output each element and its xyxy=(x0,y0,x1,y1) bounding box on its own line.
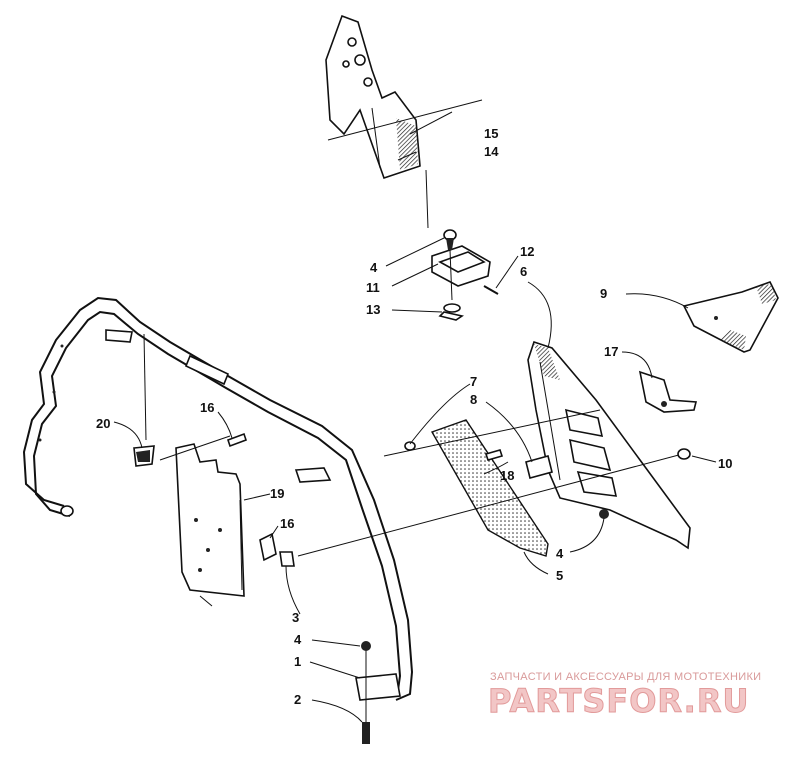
callout-17: 17 xyxy=(604,344,618,359)
callout-labels: 15 14 4 11 13 12 6 9 17 7 8 18 10 4 5 19… xyxy=(96,126,732,707)
mounting-bracket-part xyxy=(431,229,499,321)
fastener-7 xyxy=(404,441,416,451)
fastener-8 xyxy=(484,449,504,461)
screw-16-upper xyxy=(226,432,248,448)
callout-2: 2 xyxy=(294,692,301,707)
nut-4-lower xyxy=(361,641,371,651)
callout-1: 1 xyxy=(294,654,301,669)
upper-bracket-part xyxy=(325,14,421,180)
callout-12: 12 xyxy=(520,244,534,259)
watermark-tagline: ЗАПЧАСТИ И АКСЕССУАРЫ ДЛЯ МОТОТЕХНИКИ xyxy=(490,671,761,683)
callout-15: 15 xyxy=(484,126,498,141)
bolt-2 xyxy=(362,722,370,744)
callout-4-mid: 4 xyxy=(556,546,564,561)
callout-5: 5 xyxy=(556,568,563,583)
callout-13: 13 xyxy=(366,302,380,317)
callout-14: 14 xyxy=(484,144,499,159)
nut-4 xyxy=(599,509,609,519)
callout-6: 6 xyxy=(520,264,527,279)
callout-4-upper: 4 xyxy=(370,260,378,275)
callout-3: 3 xyxy=(292,610,299,625)
callout-16-lower: 16 xyxy=(280,516,294,531)
triangular-plate-part xyxy=(682,281,779,353)
mounting-plate-part xyxy=(175,443,245,597)
callout-20: 20 xyxy=(96,416,110,431)
callout-9: 9 xyxy=(600,286,607,301)
callout-4-lower: 4 xyxy=(294,632,302,647)
screw-16-lower xyxy=(259,532,277,562)
callout-7: 7 xyxy=(470,374,477,389)
callout-8: 8 xyxy=(470,392,477,407)
callout-11: 11 xyxy=(366,280,380,295)
bolt-10 xyxy=(677,448,691,460)
callout-19: 19 xyxy=(270,486,284,501)
callout-16-upper: 16 xyxy=(200,400,214,415)
callout-10: 10 xyxy=(718,456,732,471)
watermark-brand: PARTSFOR.RU xyxy=(488,682,749,720)
frame-tube-part xyxy=(22,296,414,701)
callout-18: 18 xyxy=(500,468,514,483)
nut-3 xyxy=(279,551,295,567)
mesh-plate-part xyxy=(430,419,549,557)
side-panel-part xyxy=(527,340,691,550)
watermark: ЗАПЧАСТИ И АКСЕССУАРЫ ДЛЯ МОТОТЕХНИКИ PA… xyxy=(488,671,762,721)
fastener-18 xyxy=(525,455,553,479)
leader-lines xyxy=(113,111,717,723)
small-bracket-part xyxy=(638,370,698,413)
clamp-part xyxy=(133,445,155,467)
